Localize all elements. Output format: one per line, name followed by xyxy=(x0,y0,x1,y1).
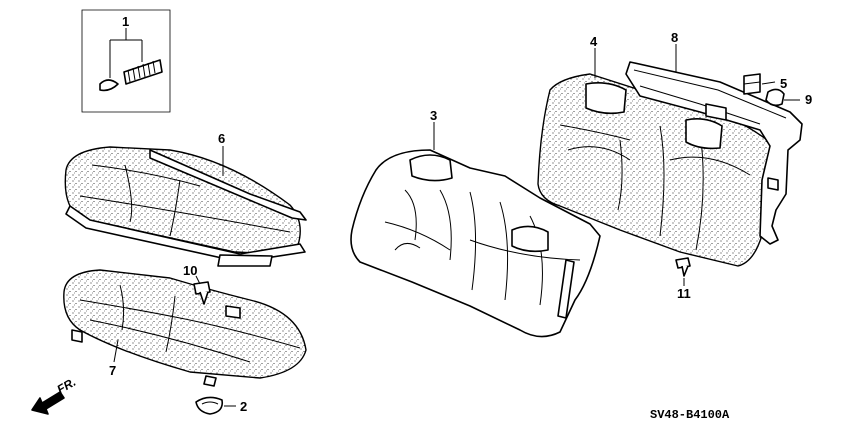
callout-8: 8 xyxy=(671,30,678,45)
callout-10: 10 xyxy=(183,263,197,278)
part-4-seatback-pad xyxy=(537,73,775,267)
part-5-clip xyxy=(743,73,761,95)
leader-lines xyxy=(113,44,800,407)
front-direction-arrow-icon xyxy=(31,391,65,415)
callout-5: 5 xyxy=(780,76,787,91)
part-10-clip xyxy=(193,281,211,305)
callout-3: 3 xyxy=(430,108,437,123)
part-6-seat-cover xyxy=(64,146,307,267)
callout-4: 4 xyxy=(590,34,598,49)
part-11-bolt xyxy=(675,257,691,277)
callout-7: 7 xyxy=(109,363,116,378)
part-9-clip xyxy=(765,88,785,107)
callout-11: 11 xyxy=(677,286,691,301)
spring-icon xyxy=(123,59,163,85)
callout-9: 9 xyxy=(805,92,812,107)
callout-2: 2 xyxy=(240,399,247,414)
part-1-inset xyxy=(81,9,171,113)
callouts: 1 6 3 4 8 5 9 10 7 2 11 xyxy=(109,14,812,414)
part-7-seat-cushion xyxy=(63,269,307,387)
callout-1: 1 xyxy=(122,14,129,29)
part-8-panel xyxy=(625,61,803,245)
part-3-seatback xyxy=(350,149,601,338)
diagram-code: SV48-B4100A xyxy=(650,408,730,422)
part-2-grommet xyxy=(195,396,224,415)
callout-6: 6 xyxy=(218,131,225,146)
